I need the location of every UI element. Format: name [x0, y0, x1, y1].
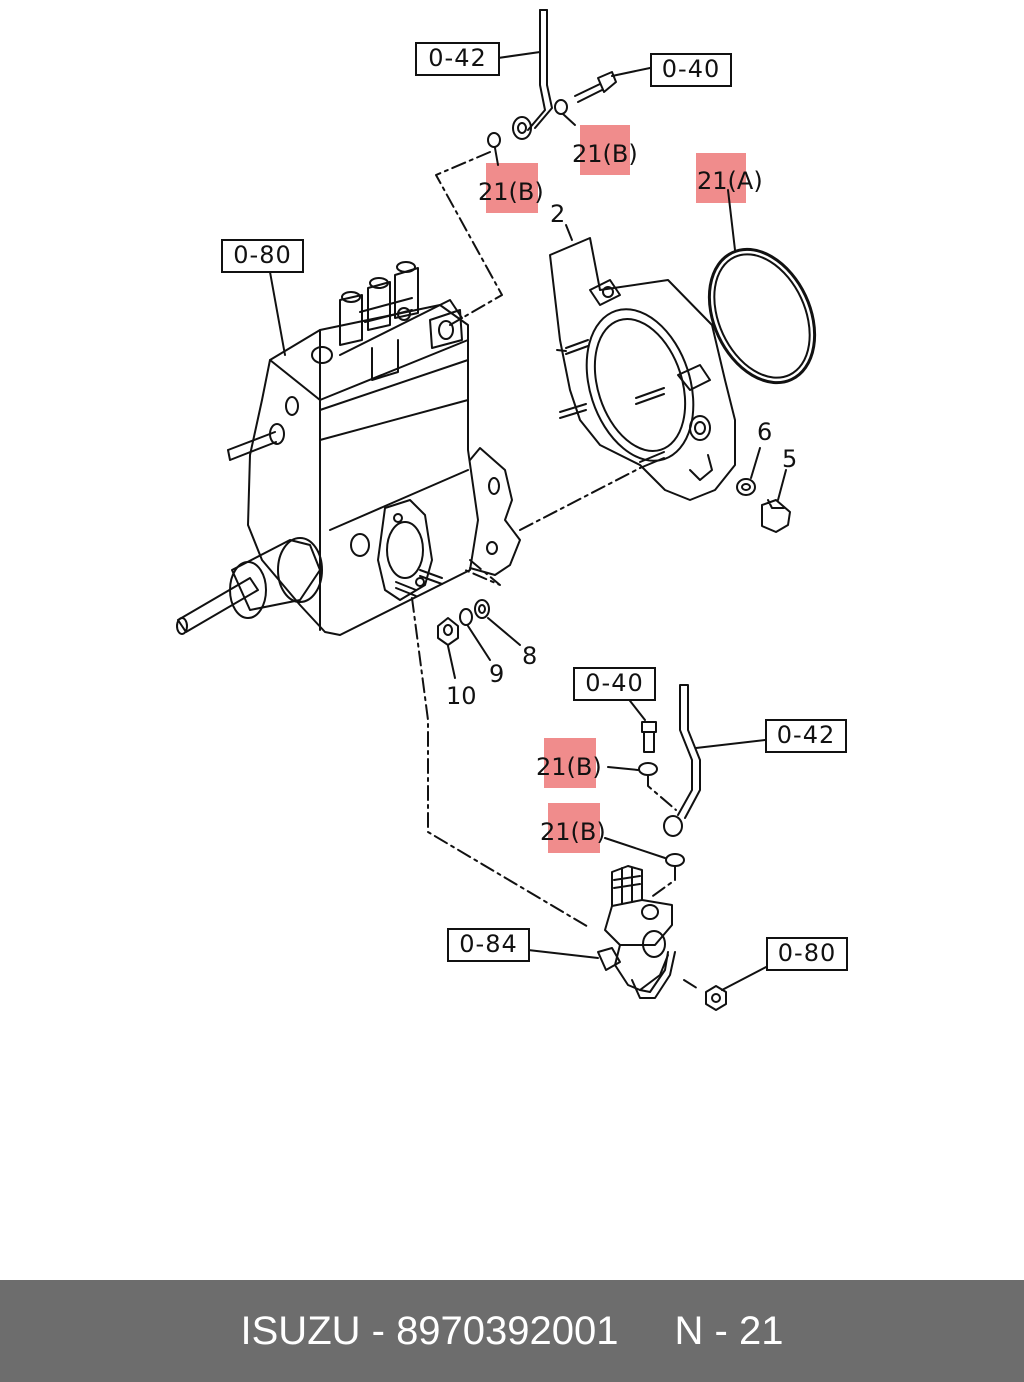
callout-21b-top-right: 21(B)	[572, 140, 638, 168]
pump-shaft	[177, 577, 259, 633]
ref-box-0-80-bottom: 0-80	[766, 937, 848, 971]
part-number-9: 9	[489, 660, 505, 688]
highlight-21b-mid1	[544, 738, 596, 788]
ref-box-0-80-left: 0-80	[221, 239, 304, 273]
flange-housing	[549, 237, 736, 501]
part-number-8: 8	[522, 642, 538, 670]
callout-21b-mid2: 21(B)	[540, 818, 606, 846]
ref-box-0-42-top: 0-42	[415, 42, 500, 76]
highlight-21a	[696, 153, 746, 203]
bolt-top	[574, 71, 617, 103]
pipe-top	[527, 9, 553, 131]
ref-box-0-42-mid: 0-42	[765, 719, 847, 753]
pump-body	[247, 304, 479, 636]
part-number-5: 5	[782, 445, 798, 473]
callout-21b-mid1: 21(B)	[536, 753, 602, 781]
ref-box-0-40-mid: 0-40	[573, 667, 656, 701]
part-number-2: 2	[550, 200, 566, 228]
line-drawing	[176, 9, 817, 1011]
exploded-parts-diagram: 0-42 0-40 0-80 0-40 0-42 0-84 0-80 21(B)…	[176, 9, 848, 1011]
part-number-6: 6	[757, 418, 773, 446]
plug-5	[761, 499, 791, 533]
footer-page-ref: N - 21	[674, 1308, 784, 1353]
highlight-21b-mid2	[548, 803, 600, 853]
callout-21a: 21(A)	[697, 167, 763, 195]
feed-pump	[611, 865, 643, 907]
highlight-21b-top-right	[580, 125, 630, 175]
ref-box-0-84: 0-84	[447, 928, 530, 962]
callout-21b-top-left: 21(B)	[478, 178, 544, 206]
footer-bar: ISUZU - 8970392001 N - 21	[0, 1280, 1024, 1382]
gasket-plate	[377, 499, 433, 601]
highlight-21b-top-left	[486, 163, 538, 213]
pipe-mid	[677, 684, 701, 819]
footer-part-number: ISUZU - 8970392001	[240, 1308, 619, 1353]
ref-box-0-40-top: 0-40	[650, 53, 732, 87]
part-number-10: 10	[446, 682, 477, 710]
